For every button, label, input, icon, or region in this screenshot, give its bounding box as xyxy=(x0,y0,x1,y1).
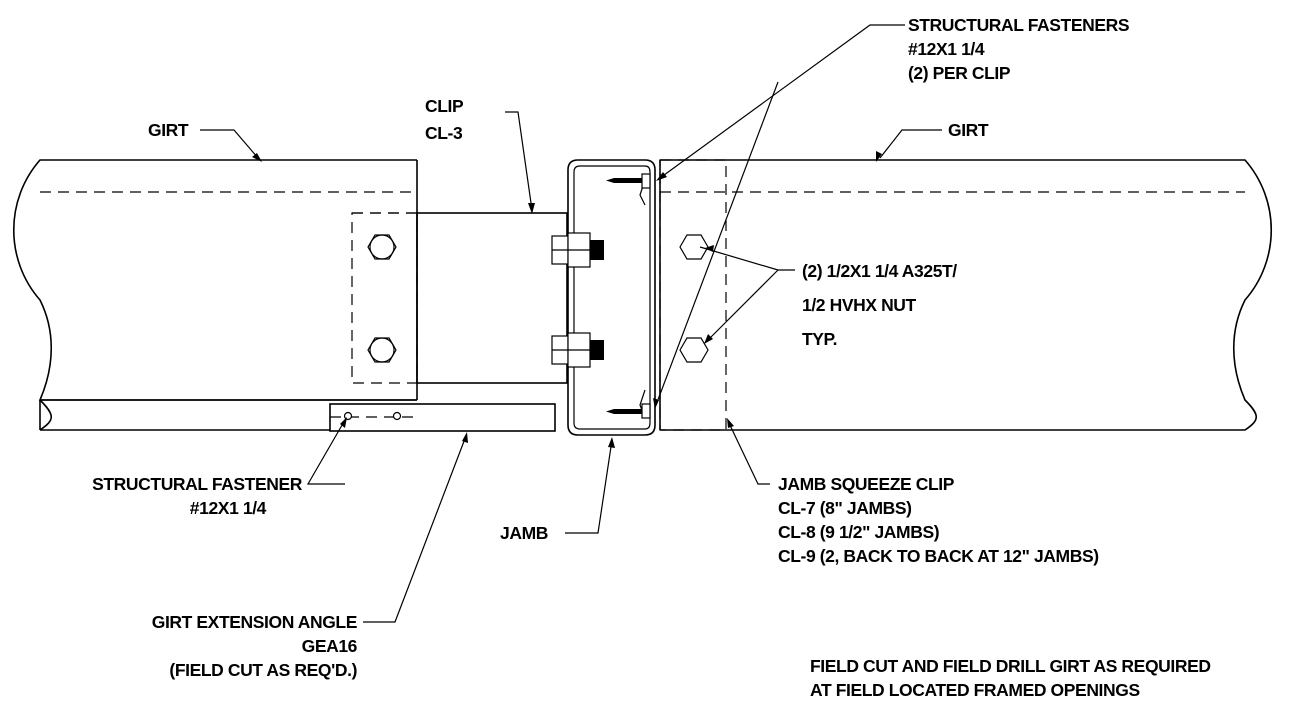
leader-bolts xyxy=(699,245,795,344)
jamb-bolt-top xyxy=(551,232,604,268)
label-squeeze-line1: JAMB SQUEEZE CLIP xyxy=(778,474,955,494)
left-bolt-bottom xyxy=(367,337,397,363)
label-squeeze-line3: CL-8 (9 1/2" JAMBS) xyxy=(778,522,939,542)
left-girt-flange xyxy=(40,399,417,431)
label-girt-right: GIRT xyxy=(948,120,989,140)
leader-girt-left xyxy=(200,129,262,162)
girt-extension-angle xyxy=(329,403,556,432)
label-sf-top-line3: (2) PER CLIP xyxy=(908,63,1011,83)
label-squeeze-line4: CL-9 (2, BACK TO BACK AT 12" JAMBS) xyxy=(778,546,1099,566)
screw-top xyxy=(606,173,651,189)
label-jamb: JAMB xyxy=(500,523,548,543)
clip-cl3 xyxy=(351,212,568,384)
jamb-bolt-bottom xyxy=(551,332,604,368)
right-bolt-top xyxy=(679,234,709,260)
left-girt xyxy=(13,159,418,431)
jamb-channel xyxy=(567,159,656,436)
right-clip-outline xyxy=(659,159,727,431)
leader-gea xyxy=(363,432,468,623)
leader-jamb xyxy=(565,437,615,534)
leader-clip xyxy=(505,111,535,214)
label-sf-top-line1: STRUCTURAL FASTENERS xyxy=(908,15,1129,35)
label-sf-bottom-line1: STRUCTURAL FASTENER xyxy=(92,474,303,494)
label-squeeze-line2: CL-7 (8" JAMBS) xyxy=(778,498,912,518)
leader-sf-bottom xyxy=(306,417,347,485)
leader-squeeze-clip xyxy=(727,418,770,485)
label-girt-left: GIRT xyxy=(148,120,189,140)
label-note-line2: AT FIELD LOCATED FRAMED OPENINGS xyxy=(810,680,1140,700)
label-note-line1: FIELD CUT AND FIELD DRILL GIRT AS REQUIR… xyxy=(810,656,1211,676)
right-bolt-bottom xyxy=(679,337,709,363)
label-bolt-line2: 1/2 HVHX NUT xyxy=(802,295,917,315)
label-sf-top-line2: #12X1 1/4 xyxy=(908,39,985,59)
label-gea-line1: GIRT EXTENSION ANGLE xyxy=(152,612,357,632)
label-gea-line3: (FIELD CUT AS REQ'D.) xyxy=(169,660,357,680)
label-clip-line2: CL-3 xyxy=(425,123,463,143)
left-bolt-top xyxy=(367,234,397,260)
label-clip-line1: CLIP xyxy=(425,96,464,116)
label-bolt-line3: TYP. xyxy=(802,329,837,349)
leader-structural-fasteners xyxy=(653,24,905,409)
screw-bottom xyxy=(606,403,651,419)
label-sf-bottom-line2: #12X1 1/4 xyxy=(190,498,267,518)
label-gea-line2: GEA16 xyxy=(302,636,358,656)
label-bolt-line1: (2) 1/2X1 1/4 A325T/ xyxy=(802,261,957,281)
right-girt xyxy=(659,159,1272,431)
leader-girt-right xyxy=(876,129,942,162)
